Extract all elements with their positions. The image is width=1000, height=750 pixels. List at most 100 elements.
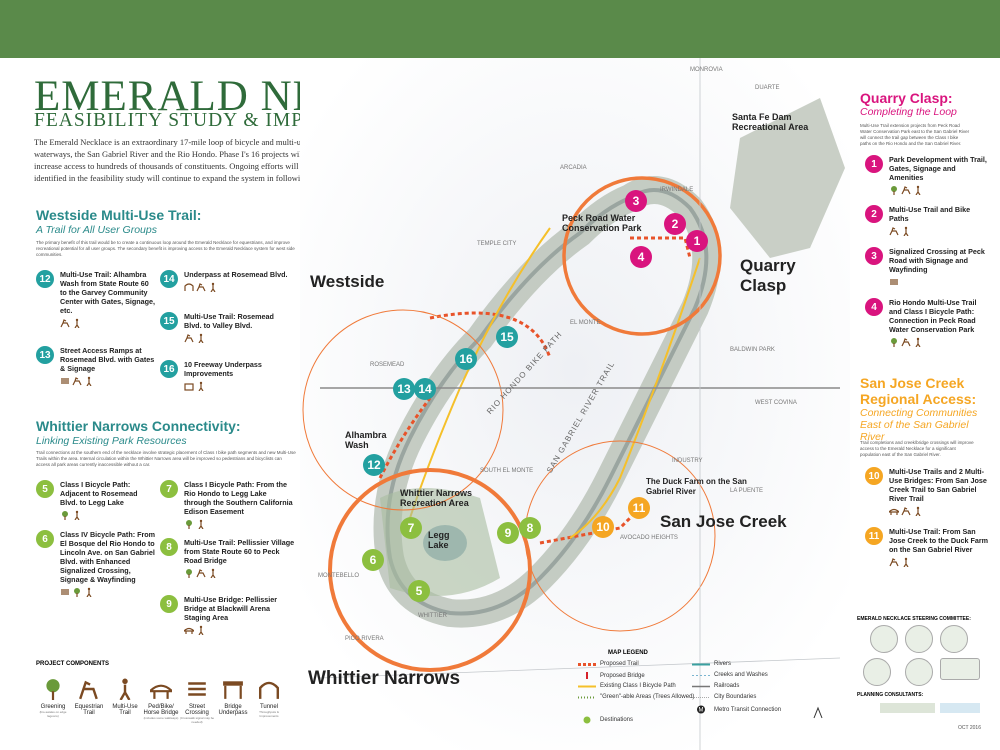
existing-path-swatch: [578, 685, 596, 687]
project-text: Class I Bicycle Path: From the Rio Hondo…: [184, 480, 293, 516]
label-peck-road: Peck Road Water Conservation Park: [562, 213, 642, 233]
marker-10[interactable]: 10: [592, 516, 614, 538]
component-label: Multi-Use Trail: [112, 704, 138, 716]
sanjose-subtitle: Connecting Communities East of the San G…: [860, 407, 978, 443]
project-number: 10: [865, 467, 883, 485]
equestrian-icon: [901, 338, 911, 347]
emerald-necklace-map: [300, 58, 850, 750]
region-label-whittier: Whittier Narrows: [308, 668, 461, 689]
marker-15[interactable]: 15: [496, 326, 518, 348]
city-label: MONTEBELLO: [318, 573, 360, 579]
project-text: Multi-Use Trail and Bike Paths: [889, 205, 971, 223]
date-label: OCT 2016: [958, 725, 981, 731]
marker-3[interactable]: 3: [625, 190, 647, 212]
component-icons: [889, 337, 990, 347]
project-number: 9: [160, 595, 178, 613]
marker-1[interactable]: 1: [686, 230, 708, 252]
component-icons: [184, 282, 287, 292]
city-label: ROSEMEAD: [370, 362, 405, 368]
city-label: EL MONTE: [570, 320, 601, 326]
project-number: 15: [160, 312, 178, 330]
project-text: Multi-Use Trail: Pellissier Village from…: [184, 538, 295, 565]
project-number: 6: [36, 530, 54, 548]
greening-icon: [74, 588, 80, 597]
multi-use-icon: [210, 282, 216, 292]
project-number: 1: [865, 155, 883, 173]
project-9: 9 Multi-Use Bridge: Pellissier Bridge at…: [160, 595, 295, 635]
multi-use-icon: [198, 333, 204, 343]
marker-4[interactable]: 4: [630, 246, 652, 268]
project-text: Underpass at Rosemead Blvd.: [184, 270, 288, 279]
marker-13[interactable]: 13: [393, 378, 415, 400]
component-icons: [889, 277, 990, 287]
project-number: 12: [36, 270, 54, 288]
underpass-icon: [184, 283, 194, 291]
multi-use-icon: [86, 376, 92, 386]
project-text: Multi-Use Trails and 2 Multi-Use Bridges…: [889, 467, 987, 503]
project-11: 11 Multi-Use Trail: From San Jose Creek …: [865, 527, 993, 567]
marker-8[interactable]: 8: [519, 517, 541, 539]
component-icons: [889, 185, 990, 195]
equestrian-icon: [196, 283, 206, 292]
multi-use-icon: [903, 226, 909, 236]
marker-16[interactable]: 16: [455, 348, 477, 370]
equestrian-icon: [196, 569, 206, 578]
project-text: Rio Hondo Multi-Use Trail and Class I Bi…: [889, 298, 977, 334]
greening-icon: [186, 569, 192, 578]
project-text: 10 Freeway Underpass Improvements: [184, 360, 262, 378]
project-number: 8: [160, 538, 178, 556]
equestrian-icon: [889, 227, 899, 236]
project-number: 13: [36, 346, 54, 364]
equestrian-icon: [60, 319, 70, 328]
marker-14[interactable]: 14: [414, 378, 436, 400]
city-label: MONROVIA: [690, 67, 723, 73]
city-label: PICO RIVERA: [345, 636, 384, 642]
project-text: Signalized Crossing at Peck Road with Si…: [889, 247, 985, 274]
legend-greenable: "Green"-able Areas (Trees Allowed): [578, 694, 694, 700]
greening-icon: [46, 679, 60, 700]
equestrian-icon: [901, 507, 911, 516]
ped-bike-horse-bridge-icon: [150, 684, 172, 699]
legend-city-boundaries: City Boundaries: [692, 694, 756, 700]
component-icons: [184, 333, 290, 343]
whittier-subtitle: Linking Existing Park Resources: [36, 435, 187, 447]
committee-logo: [940, 658, 980, 680]
westside-desc: The primary benefit of this trail would …: [36, 240, 295, 257]
city-label: DUARTE: [755, 85, 780, 91]
component-label: Equestrian Trail: [74, 704, 104, 716]
legend-creeks: Creeks and Washes: [692, 672, 768, 678]
component-icons: [889, 506, 993, 516]
bridge-underpass-icon: [223, 681, 243, 699]
committee-logo: [905, 625, 933, 653]
project-12: 12 Multi-Use Trail: Alhambra Wash from S…: [36, 270, 156, 328]
multi-use-icon: [198, 381, 204, 391]
marker-11[interactable]: 11: [628, 497, 650, 519]
multi-use-icon: [915, 337, 921, 347]
marker-7[interactable]: 7: [400, 517, 422, 539]
header-bar: [0, 0, 1000, 58]
svg-text:M: M: [699, 708, 704, 714]
project-number: 5: [36, 480, 54, 498]
greening-icon: [62, 511, 68, 520]
quarry-subtitle: Completing the Loop: [860, 106, 957, 118]
marker-6[interactable]: 6: [362, 549, 384, 571]
component-label: Street Crossing(Crosswalk signal may be …: [179, 704, 215, 724]
marker-9[interactable]: 9: [497, 522, 519, 544]
steering-title: EMERALD NECKLACE STEERING COMMITTEE:: [857, 616, 971, 622]
legend-proposed-bridge: Proposed Bridge: [578, 672, 645, 679]
marker-5[interactable]: 5: [408, 580, 430, 602]
multi-use-icon: [915, 185, 921, 195]
marker-12[interactable]: 12: [363, 454, 385, 476]
project-number: 14: [160, 270, 178, 288]
street-crossing-icon: [61, 589, 69, 595]
marker-2[interactable]: 2: [664, 213, 686, 235]
committee-logo: [863, 658, 891, 686]
multi-use-icon: [119, 678, 131, 700]
sanjose-title: San Jose Creek Regional Access:: [860, 375, 977, 407]
city-boundary-swatch: [692, 696, 710, 698]
whittier-desc: Trail connections at the southern end of…: [36, 450, 296, 467]
city-label: BALDWIN PARK: [730, 347, 775, 353]
greening-icon: [891, 338, 897, 347]
multi-use-icon: [74, 318, 80, 328]
